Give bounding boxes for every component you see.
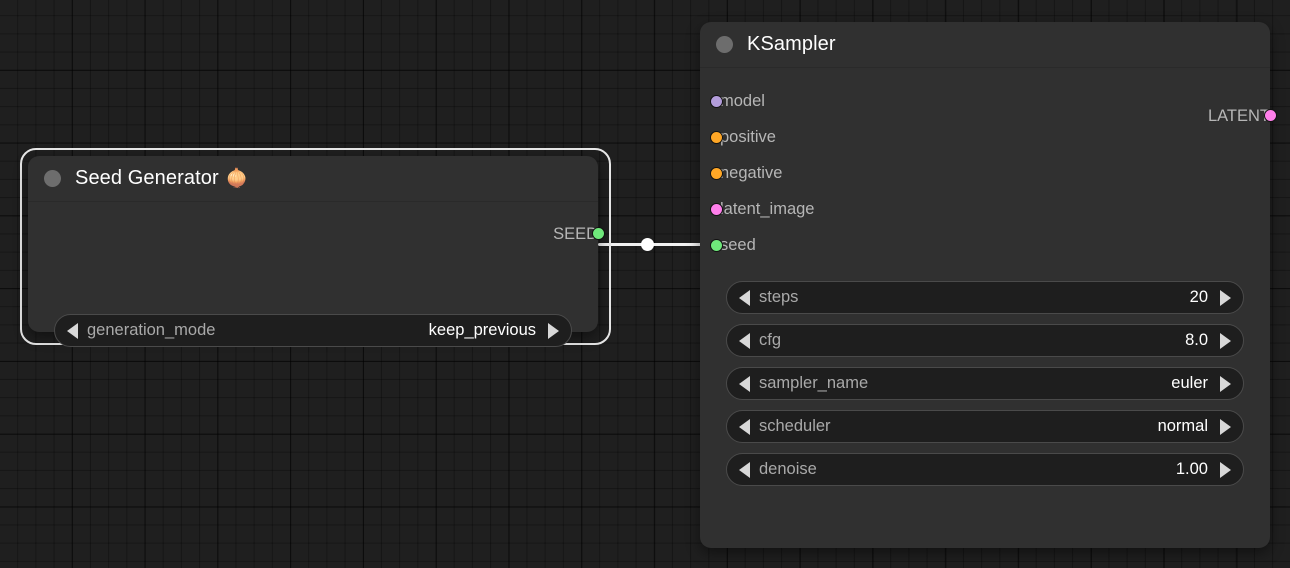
input-row-seed[interactable]: seed	[700, 227, 1270, 263]
input-port-dot-positive[interactable]	[710, 130, 723, 144]
link-midpoint-dot[interactable]	[641, 238, 654, 251]
widget-value-cfg: 8.0	[1185, 331, 1208, 349]
widget-value-steps: 20	[1189, 288, 1208, 306]
input-label-seed: seed	[720, 235, 756, 254]
widget-sampler-name[interactable]: sampler_name euler	[726, 367, 1244, 400]
input-label-positive: positive	[720, 127, 776, 146]
input-label-model: model	[720, 91, 765, 110]
widget-scheduler[interactable]: scheduler normal	[726, 410, 1244, 443]
input-row-model[interactable]: model	[700, 83, 1270, 119]
output-row-seed[interactable]: SEED	[28, 216, 605, 252]
widget-label-steps: steps	[759, 288, 799, 306]
widget-value-sampler-name: euler	[1171, 374, 1208, 392]
output-port-dot-seed[interactable]	[591, 227, 605, 240]
increment-arrow-icon[interactable]	[1220, 289, 1231, 306]
input-label-latent-image: latent_image	[720, 199, 815, 218]
widget-label-scheduler: scheduler	[759, 417, 831, 435]
input-port-dot-seed[interactable]	[710, 238, 723, 252]
decrement-arrow-icon[interactable]	[739, 418, 750, 435]
widget-label-cfg: cfg	[759, 331, 782, 349]
widget-value-denoise: 1.00	[1175, 460, 1208, 478]
widget-generation-mode[interactable]: generation_mode keep_previous	[54, 314, 572, 347]
increment-arrow-icon[interactable]	[1220, 461, 1231, 478]
input-label-negative: negative	[720, 163, 783, 182]
increment-arrow-icon[interactable]	[1220, 332, 1231, 349]
widget-value-scheduler: normal	[1157, 417, 1208, 435]
collapse-toggle-icon[interactable]	[44, 170, 61, 187]
widget-label-denoise: denoise	[759, 460, 817, 478]
decrement-arrow-icon[interactable]	[739, 289, 750, 306]
input-row-positive[interactable]: positive	[700, 119, 1270, 155]
collapse-toggle-icon[interactable]	[716, 36, 733, 53]
decrement-arrow-icon[interactable]	[67, 322, 78, 339]
widget-steps[interactable]: steps 20	[726, 281, 1244, 314]
increment-arrow-icon[interactable]	[1220, 375, 1231, 392]
output-label-latent: LATENT	[1207, 106, 1270, 125]
widget-label-sampler-name: sampler_name	[759, 374, 869, 392]
input-port-dot-model[interactable]	[710, 94, 723, 108]
widget-denoise[interactable]: denoise 1.00	[726, 453, 1244, 486]
input-port-dot-latent-image[interactable]	[710, 202, 723, 216]
node-title-ksampler: KSampler	[747, 33, 836, 55]
widget-cfg[interactable]: cfg 8.0	[726, 324, 1244, 357]
output-label-seed: SEED	[553, 224, 598, 243]
increment-arrow-icon[interactable]	[548, 322, 559, 339]
widget-value-generation-mode: keep_previous	[428, 321, 536, 339]
node-body-ksampler: model positive negative latent_image see…	[700, 83, 1277, 486]
node-header-ksampler[interactable]: KSampler	[700, 22, 1270, 68]
onion-emoji: 🧅	[225, 168, 249, 188]
input-row-negative[interactable]: negative	[700, 155, 1270, 191]
node-seed-generator[interactable]: Seed Generator 🧅 SEED generation_mode ke…	[28, 156, 605, 347]
increment-arrow-icon[interactable]	[1220, 418, 1231, 435]
input-port-dot-negative[interactable]	[710, 166, 723, 180]
decrement-arrow-icon[interactable]	[739, 375, 750, 392]
output-row-latent[interactable]: LATENT	[700, 98, 1277, 134]
input-row-latent-image[interactable]: latent_image	[700, 191, 1270, 227]
node-header-seed-generator[interactable]: Seed Generator 🧅	[28, 156, 598, 202]
widget-label-generation-mode: generation_mode	[87, 321, 216, 339]
node-ksampler[interactable]: KSampler model positive negative latent_…	[700, 22, 1277, 548]
node-title-seed-generator: Seed Generator	[75, 167, 219, 189]
output-port-dot-latent[interactable]	[1263, 109, 1277, 122]
decrement-arrow-icon[interactable]	[739, 332, 750, 349]
decrement-arrow-icon[interactable]	[739, 461, 750, 478]
